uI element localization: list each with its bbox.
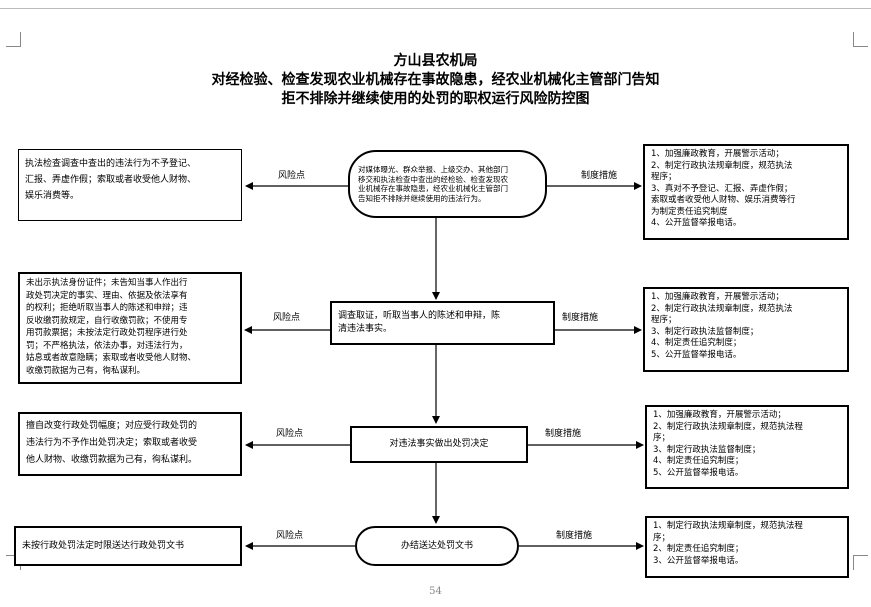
step-box-3: 对违法事实做出处罚决定 bbox=[350, 426, 528, 463]
measures-box-1: 1、加强廉政教育，开展警示活动； 2、制定行政执法规章制度，规范执法 程序； 3… bbox=[643, 144, 849, 240]
risk-box-4: 未按行政处罚法定时限送达行政处罚文书 bbox=[14, 526, 242, 566]
crop-mark-bottom-right bbox=[853, 555, 868, 570]
risk-box-3: 擅自改变行政处罚幅度；对应受行政处罚的 违法行为不予作出处罚决定；索取或者收受 … bbox=[18, 412, 242, 476]
measures-box-3: 1、加强廉政教育，开展警示活动； 2、制定行政执法规章制度，规范执法程 序； 3… bbox=[645, 405, 849, 489]
measure-label-1: 制度措施 bbox=[581, 171, 618, 181]
risk-label-3: 风险点 bbox=[276, 429, 304, 439]
diagram-title: 方山县农机局 对经检验、检查发现农业机械存在事故隐患，经农业机械化主管部门告知 … bbox=[0, 52, 871, 109]
step-box-1: 对媒体曝光、群众举报、上级交办、其他部门 移交和执法检查中查出的经检验、检查发现… bbox=[348, 150, 547, 218]
page-top-rule bbox=[0, 8, 871, 9]
measures-box-4: 1、制定行政执法规章制度，规范执法程 序； 2、制定责任追究制度； 3、公开监督… bbox=[645, 516, 849, 578]
crop-mark-top-left bbox=[6, 32, 21, 47]
title-line-1: 方山县农机局 bbox=[393, 53, 478, 69]
risk-label-2: 风险点 bbox=[273, 313, 301, 323]
step-box-2: 调查取证，听取当事人的陈述和申辩，陈 清违法事实。 bbox=[330, 301, 555, 345]
risk-box-2: 未出示执法身份证件；未告知当事人作出行 政处罚决定的事实、理由、依据及依法享有 … bbox=[18, 272, 242, 384]
measure-label-3: 制度措施 bbox=[545, 429, 582, 439]
measure-label-4: 制度措施 bbox=[556, 531, 593, 541]
step-box-4: 办结送达处罚文书 bbox=[355, 526, 519, 566]
measure-label-2: 制度措施 bbox=[562, 313, 599, 323]
title-line-2: 对经检验、检查发现农业机械存在事故隐患，经农业机械化主管部门告知 bbox=[211, 72, 660, 88]
risk-box-1: 执法检查调查中查出的违法行为不予登记、 汇报、弄虚作假；索取或者收受他人财物、 … bbox=[18, 149, 242, 221]
measures-box-2: 1、加强廉政教育，开展警示活动； 2、制定行政执法规章制度，规范执法 程序； 3… bbox=[643, 287, 849, 372]
crop-mark-top-right bbox=[853, 32, 868, 47]
page-number: 54 bbox=[429, 586, 442, 597]
risk-label-1: 风险点 bbox=[278, 171, 306, 181]
title-line-3: 拒不排除并继续使用的处罚的职权运行风险防控图 bbox=[281, 91, 590, 107]
risk-label-4: 风险点 bbox=[276, 531, 304, 541]
